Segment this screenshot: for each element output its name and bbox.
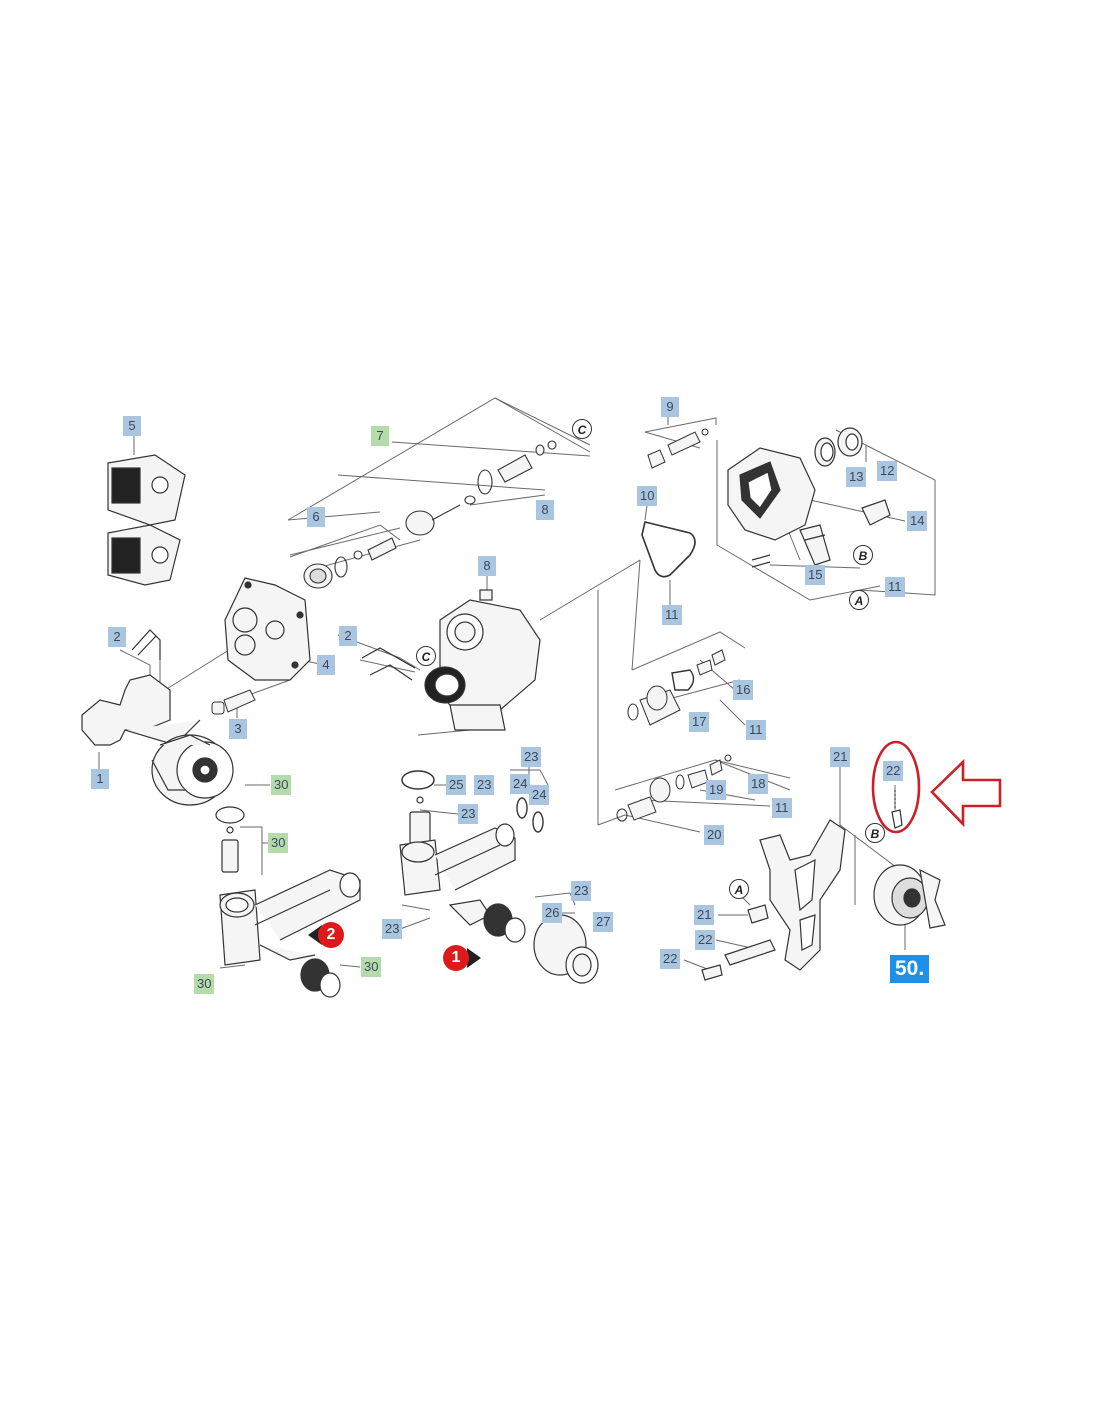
part-label-19: 19 (706, 780, 727, 800)
part-4-pump-head (224, 577, 311, 681)
part-label-21: 21 (830, 747, 851, 767)
part-label-15: 15 (805, 565, 826, 585)
part-12-15-motor-head (727, 427, 891, 568)
part-label-8: 8 (536, 500, 554, 520)
part-8-pump-body (424, 589, 541, 731)
part-label-16: 16 (733, 680, 754, 700)
part-3-screw (211, 689, 256, 715)
lower-left-manifold (215, 806, 361, 998)
part-label-23: 23 (382, 919, 403, 939)
part-label-14: 14 (907, 511, 928, 531)
assembly-number-label: 50. (890, 955, 930, 983)
part-label-2: 2 (339, 626, 357, 646)
part-label-25: 25 (446, 775, 467, 795)
leader-lines (98, 397, 936, 973)
part-label-30: 30 (361, 957, 382, 977)
highlight-ellipse (871, 740, 921, 834)
part-label-24: 24 (510, 774, 531, 794)
part-label-10: 10 (637, 486, 658, 506)
part-label-30: 30 (271, 775, 292, 795)
part-label-11: 11 (662, 605, 682, 625)
connector-callout-c: C (572, 419, 592, 439)
part-1-inlet-housing (81, 674, 234, 806)
part-18-20-valve (616, 754, 732, 822)
connector-callout-a: A (729, 879, 749, 899)
part-label-7: 7 (371, 426, 389, 446)
part-label-18: 18 (748, 774, 769, 794)
part-label-6: 6 (307, 507, 325, 527)
part-6-7-valve-stack (303, 440, 557, 589)
part-9-piston (647, 428, 709, 469)
part-label-27: 27 (593, 912, 614, 932)
highlight-arrow (930, 758, 1002, 828)
connector-callout-b: B (865, 823, 885, 843)
connector-callout-a: A (849, 590, 869, 610)
part-label-23: 23 (474, 775, 495, 795)
part-label-1: 1 (91, 769, 109, 789)
part-label-13: 13 (846, 467, 867, 487)
part-2-clip-left (131, 629, 161, 660)
badge-number: 2 (326, 926, 336, 943)
lower-middle-manifold (399, 770, 599, 984)
part-label-8: 8 (478, 556, 496, 576)
part-label-23: 23 (458, 804, 479, 824)
part-label-30: 30 (268, 833, 289, 853)
part-label-5: 5 (123, 416, 141, 436)
part-label-11: 11 (746, 720, 766, 740)
direction-badge-1: 1 (441, 945, 481, 971)
part-10-seal (641, 521, 696, 578)
part-label-12: 12 (877, 461, 898, 481)
part-label-22: 22 (695, 930, 716, 950)
part-label-24: 24 (529, 785, 550, 805)
part-label-21: 21 (694, 905, 715, 925)
part-label-22: 22 (660, 949, 681, 969)
connector-callout-b: B (853, 545, 873, 565)
part-21-frame (701, 819, 846, 981)
part-2-clip-right (361, 647, 416, 681)
part-label-9: 9 (661, 397, 679, 417)
connector-callout-c: C (416, 646, 436, 666)
part-label-3: 3 (229, 719, 247, 739)
highlight-annotation (871, 740, 1002, 834)
part-label-4: 4 (317, 655, 335, 675)
part-50-connector (873, 790, 946, 929)
part-label-23: 23 (571, 881, 592, 901)
part-16-17-valve (627, 649, 726, 726)
badge-arrow-icon (443, 945, 481, 971)
direction-badge-2: 2 (308, 922, 344, 948)
badge-number: 1 (451, 949, 461, 966)
part-label-11: 11 (772, 798, 792, 818)
part-5-bracket (107, 454, 186, 586)
part-label-17: 17 (689, 712, 710, 732)
part-label-20: 20 (704, 825, 725, 845)
part-label-22: 22 (883, 761, 904, 781)
part-label-26: 26 (542, 903, 563, 923)
badge-arrow-icon (308, 922, 344, 948)
part-label-30: 30 (194, 974, 215, 994)
part-label-2: 2 (108, 627, 126, 647)
part-label-11: 11 (885, 577, 905, 597)
part-label-23: 23 (521, 747, 542, 767)
